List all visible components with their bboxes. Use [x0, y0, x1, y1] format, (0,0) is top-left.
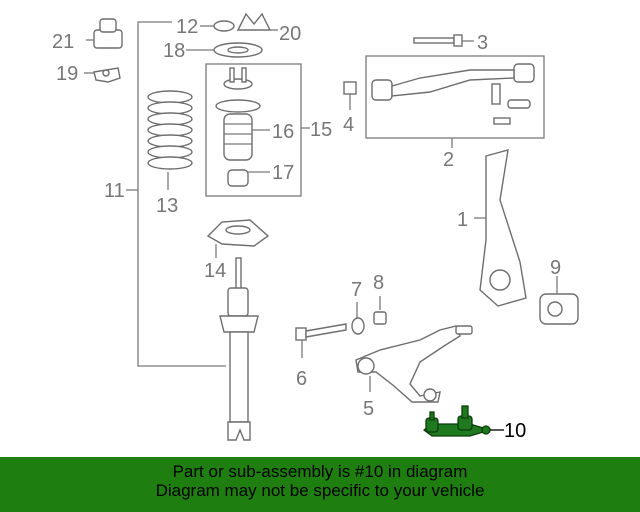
part-20-drawing	[236, 12, 272, 31]
label-7: 7	[351, 279, 362, 301]
banner-line-2: Diagram may not be specific to your vehi…	[155, 481, 485, 500]
part-15-box	[205, 63, 302, 197]
parts-diagram: 21 19 12 20 18 11 13 15	[52, 12, 579, 442]
part-10-drawing	[422, 405, 493, 437]
label-5: 5	[363, 398, 374, 420]
part-5-drawing	[355, 325, 473, 403]
part-12-drawing	[213, 20, 235, 32]
part-8-drawing	[373, 311, 387, 325]
label-14: 14	[204, 260, 226, 282]
label-18: 18	[163, 40, 185, 62]
label-16: 16	[272, 121, 294, 143]
part-2-box	[365, 55, 545, 139]
part-13-drawing	[147, 90, 193, 170]
label-11: 11	[104, 180, 125, 202]
label-2: 2	[443, 149, 454, 171]
label-8: 8	[373, 272, 384, 294]
part-6-drawing	[295, 323, 347, 341]
part-7-drawing	[351, 317, 365, 335]
part-19-drawing	[84, 67, 121, 83]
part-16-drawing	[215, 67, 261, 161]
label-6: 6	[296, 368, 307, 390]
info-banner: Part or sub-assembly is #10 in diagram D…	[0, 457, 640, 512]
part-21-drawing	[86, 18, 123, 49]
label-19: 19	[56, 63, 78, 85]
label-3: 3	[477, 32, 488, 54]
part-11-drawing	[219, 257, 259, 441]
label-21: 21	[52, 31, 74, 53]
label-13: 13	[156, 195, 178, 217]
banner-line-1: Part or sub-assembly is #10 in diagram	[172, 462, 468, 481]
part-3-drawing	[413, 34, 463, 47]
part-2-drawing	[371, 63, 535, 125]
label-12: 12	[176, 16, 198, 38]
label-10: 10	[504, 420, 526, 442]
label-1: 1	[457, 209, 468, 231]
part-4-drawing	[343, 81, 357, 95]
part-14-drawing	[206, 219, 270, 247]
part-17-drawing	[227, 169, 249, 187]
label-20: 20	[279, 23, 301, 45]
label-15: 15	[310, 119, 332, 141]
part-9-drawing	[539, 293, 579, 325]
label-9: 9	[550, 257, 561, 279]
label-4: 4	[343, 114, 354, 136]
part-1-drawing	[479, 149, 527, 307]
label-17: 17	[272, 162, 294, 184]
